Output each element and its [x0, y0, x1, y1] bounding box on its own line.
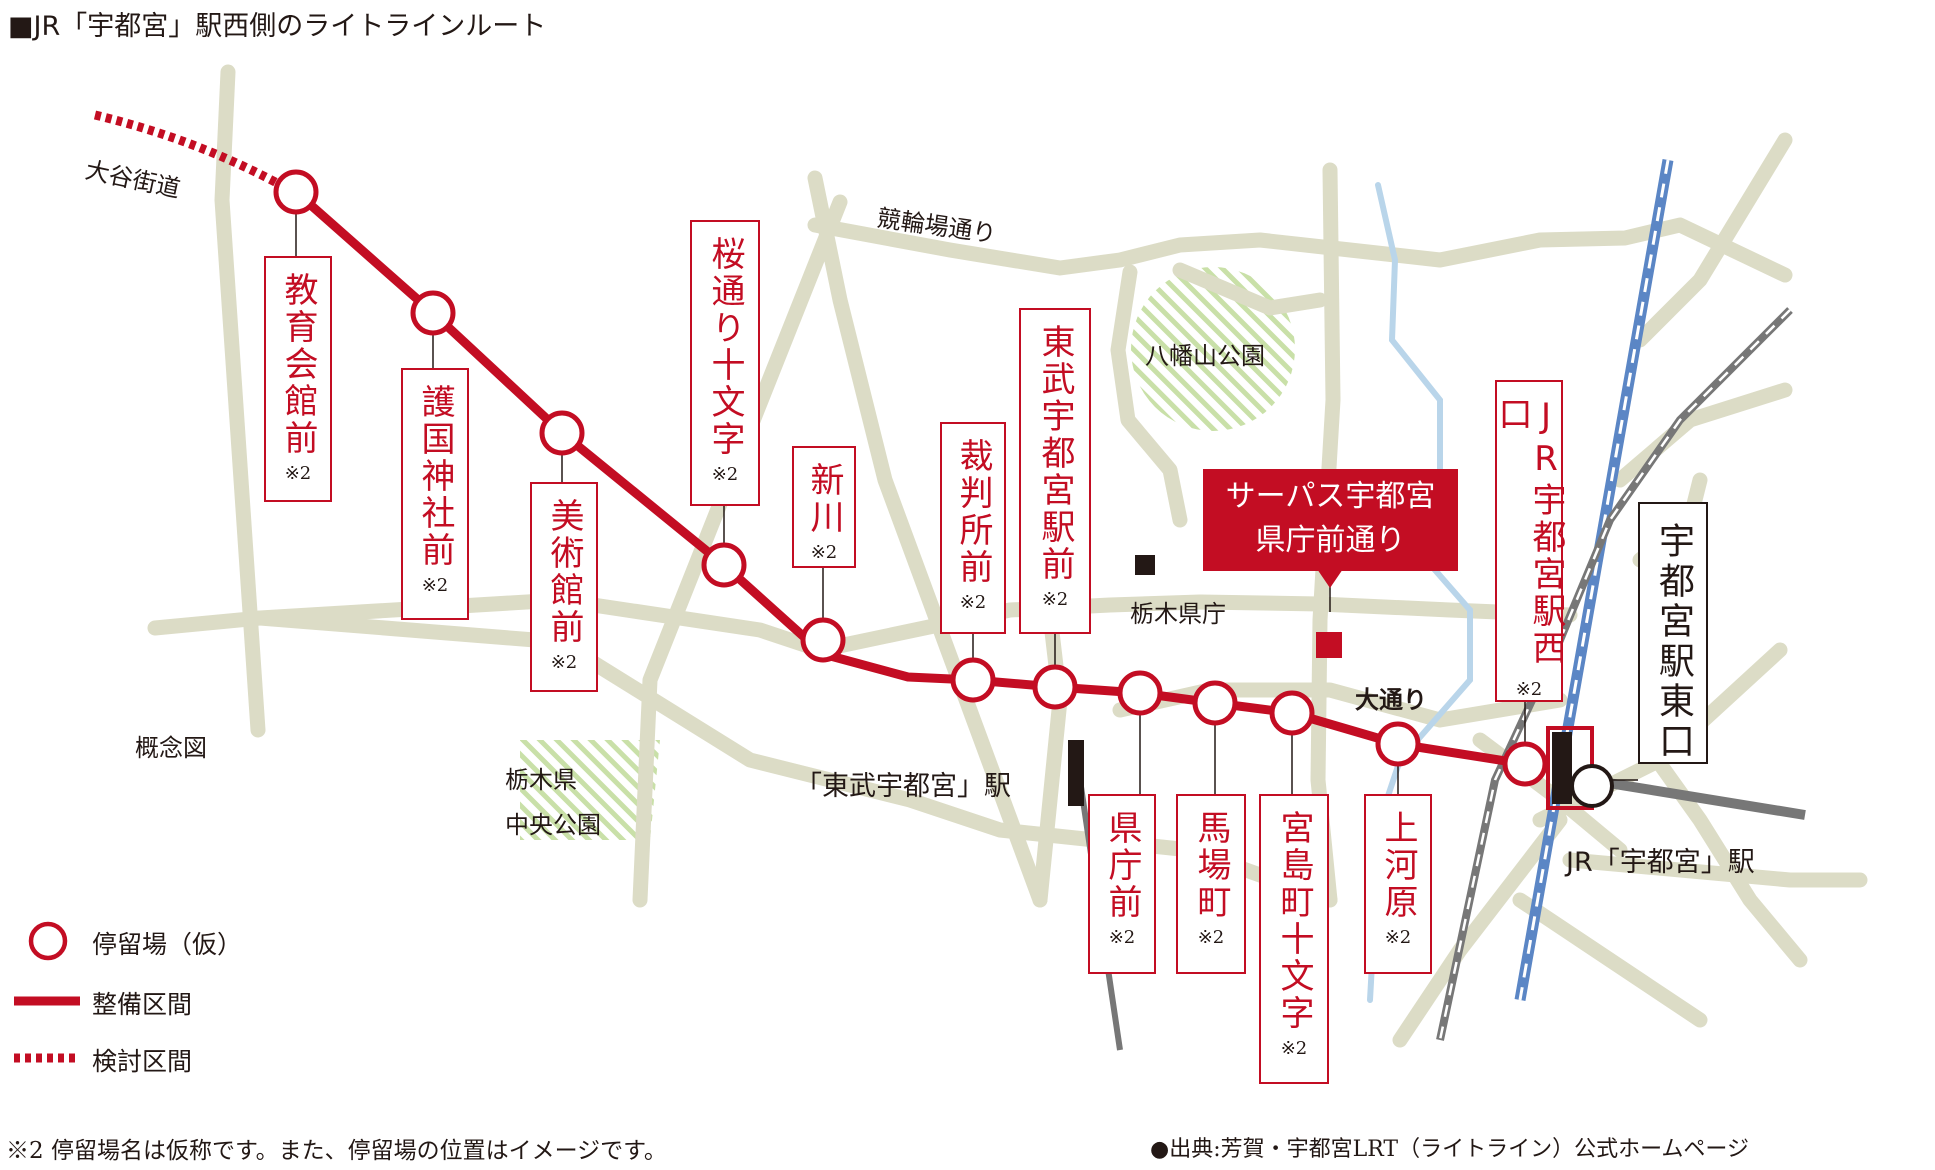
map-title: ■JR「宇都宮」駅西側のライトラインルート [8, 4, 546, 43]
legend-stop-symbol [28, 921, 68, 961]
stop-note: ※2 [1280, 1038, 1308, 1059]
stop-note: ※2 [550, 652, 578, 673]
stop-label-kamigawara: 上河原 ※2 [1364, 794, 1432, 974]
stop-name: 上河原 [1378, 810, 1418, 921]
stop-marker [1032, 664, 1078, 710]
stop-label-kyoiku-kaikan: 教育会館前 ※2 [264, 256, 332, 502]
east-exit-name: 宇都宮駅東口 [1653, 522, 1694, 762]
stop-marker [1117, 670, 1163, 716]
stop-marker [1192, 680, 1238, 726]
stop-label-bababcho: 馬場町 ※2 [1176, 794, 1246, 974]
stop-note: ※2 [711, 464, 739, 485]
jr-station-mark [1552, 732, 1572, 804]
stop-note: ※2 [1197, 927, 1225, 948]
stop-marker [800, 617, 846, 663]
place-label-park-1: 栃木県 [505, 766, 577, 794]
stop-marker [1269, 690, 1315, 736]
road-label-odori: 大通り [1355, 686, 1427, 714]
jr-line [1514, 159, 1674, 1001]
stop-label-kenchomae: 県庁前 ※2 [1088, 794, 1156, 974]
stop-marker [273, 169, 319, 215]
stop-note: ※2 [1515, 679, 1543, 700]
facility-marker [1316, 632, 1342, 658]
footnote-left: ※2 停留場名は仮称です。また、停留場の位置はイメージです。 [6, 1138, 667, 1164]
stop-name: 美術館前 [544, 498, 584, 646]
tobu-station-mark [1068, 740, 1084, 806]
legend-built-label: 整備区間 [92, 990, 193, 1019]
stop-note: ※2 [421, 575, 449, 596]
east-exit-label: 宇都宮駅東口 [1638, 502, 1708, 764]
place-label-hachimanyama: 八幡山公園 [1145, 342, 1265, 370]
stop-name: 県庁前 [1102, 810, 1142, 921]
legend-stop-label: 停留場（仮） [92, 930, 243, 959]
stop-name: 教育会館前 [278, 272, 318, 457]
stop-name: 裁判所前 [953, 438, 993, 586]
concept-label: 概念図 [135, 734, 207, 762]
stop-name: JR宇都宮駅西口 [1492, 396, 1566, 667]
stop-label-tobu-ekimae: 東武宇都宮駅前 ※2 [1019, 308, 1091, 634]
stop-name: 馬場町 [1191, 810, 1231, 921]
stop-name: 護国神社前 [415, 384, 455, 569]
stop-label-sakura-dori: 桜通り十文字 ※2 [690, 220, 760, 506]
stop-label-miyajimacho: 宮島町十文字 ※2 [1259, 794, 1329, 1084]
stop-markers [273, 169, 1548, 787]
facility-pointer [1315, 566, 1345, 588]
stop-name: 東武宇都宮駅前 [1035, 324, 1075, 583]
stop-label-jr-nishiguchi: JR宇都宮駅西口 ※2 [1492, 380, 1566, 702]
stop-note: ※2 [1384, 927, 1412, 948]
stop-name: 桜通り十文字 [705, 236, 745, 458]
place-label-tobu-station: 「東武宇都宮」駅 [795, 771, 1011, 802]
stop-note: ※2 [959, 592, 987, 613]
facility-line1: サーパス宇都宮 [1225, 479, 1436, 514]
stop-marker [701, 542, 747, 588]
stop-marker [1502, 741, 1548, 787]
place-label-park-2: 中央公園 [505, 811, 601, 839]
legend-planned-label: 検討区間 [92, 1047, 193, 1076]
stop-marker [410, 290, 456, 336]
stop-label-saibansho: 裁判所前 ※2 [940, 422, 1006, 634]
rail-line-east-spur [1589, 775, 1806, 820]
stop-note: ※2 [810, 542, 838, 563]
stop-label-bijutsukan: 美術館前 ※2 [530, 482, 598, 692]
stop-label-shinkawa: 新川 ※2 [792, 446, 856, 568]
stop-marker [539, 410, 585, 456]
place-label-jr-station: JR「宇都宮」駅 [1566, 847, 1755, 878]
jr-east-exit-marker [1570, 764, 1614, 808]
facility-callout: サーパス宇都宮 県庁前通り [1203, 469, 1458, 571]
stop-name: 宮島町十文字 [1274, 810, 1314, 1032]
rail-line-east [1436, 307, 1793, 1041]
stop-label-gokoku-jinja: 護国神社前 ※2 [401, 368, 469, 620]
kencho-marker [1135, 555, 1155, 575]
stop-note: ※2 [1041, 589, 1069, 610]
central-park-area [520, 740, 660, 840]
footnote-right: ●出典:芳賀・宇都宮LRT（ライトライン）公式ホームページ [1150, 1137, 1749, 1162]
stop-marker [1375, 721, 1421, 767]
stop-note: ※2 [1108, 927, 1136, 948]
place-label-kencho: 栃木県庁 [1130, 600, 1226, 628]
stop-marker [950, 657, 996, 703]
stop-name: 新川 [804, 462, 844, 536]
facility-line2: 県庁前通り [1255, 523, 1406, 558]
title-text: ■JR「宇都宮」駅西側のライトラインルート [8, 11, 547, 42]
planned-section-line [93, 110, 293, 194]
stop-note: ※2 [284, 463, 312, 484]
